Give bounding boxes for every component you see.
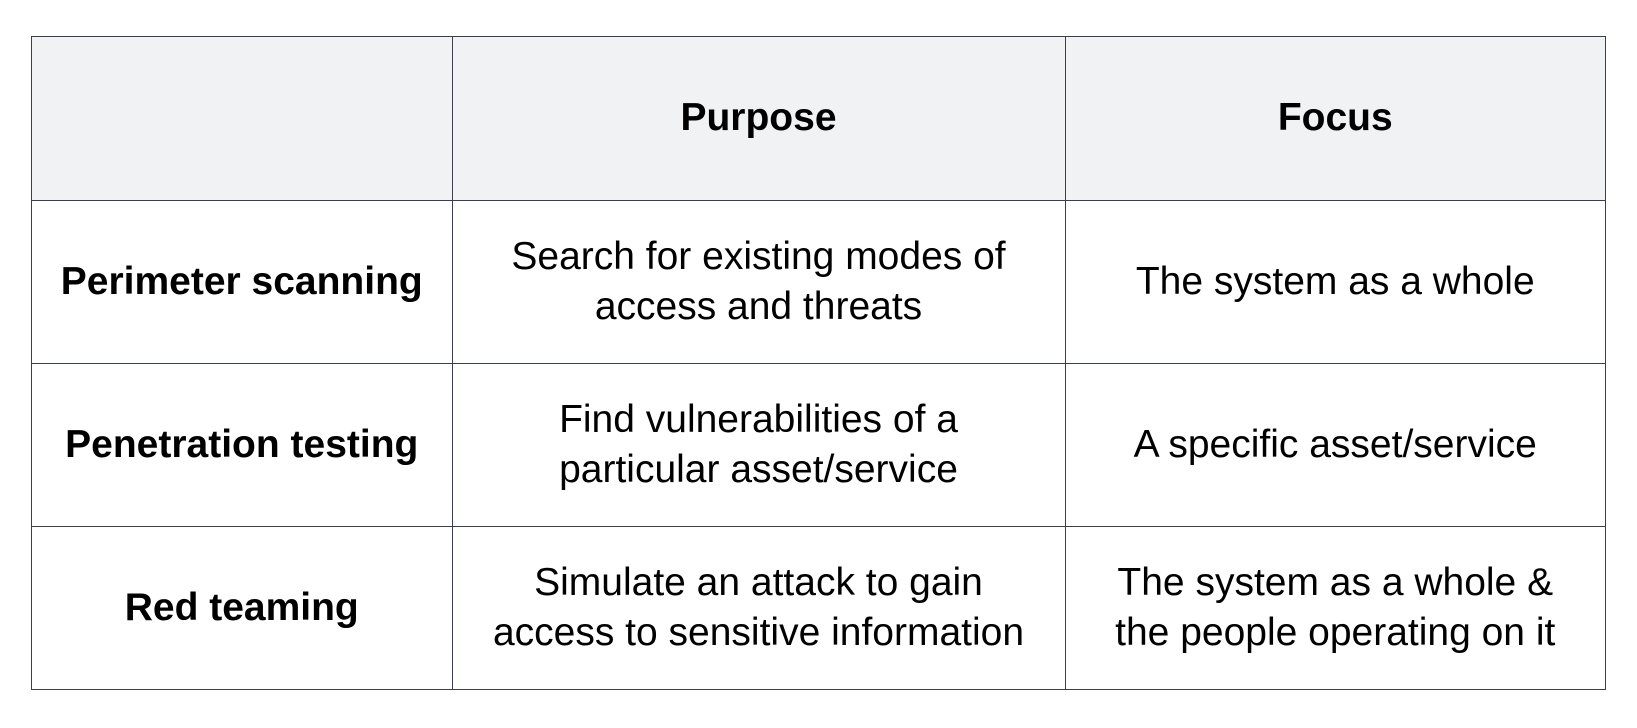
purpose-cell: Search for existing modes of access and … <box>451 199 1066 364</box>
purpose-text: Simulate an attack to gain access to sen… <box>492 560 1025 654</box>
focus-cell: A specific asset/service <box>1064 362 1605 527</box>
purpose-text: Search for existing modes of access and … <box>511 234 1006 328</box>
table-row: Perimeter scanning Search for existing m… <box>32 199 1605 364</box>
table-row: Red teaming Simulate an attack to gain a… <box>32 525 1605 689</box>
row-name-cell: Penetration testing <box>32 362 453 527</box>
focus-text: The system as a whole & the people opera… <box>1115 560 1556 654</box>
table-header-row: Purpose Focus <box>32 37 1605 201</box>
purpose-text: Find vulnerabilities of a particular ass… <box>559 397 958 491</box>
header-cell-empty <box>32 37 453 201</box>
row-name-cell: Perimeter scanning <box>32 199 453 364</box>
purpose-cell: Find vulnerabilities of a particular ass… <box>451 362 1066 527</box>
focus-cell: The system as a whole <box>1064 199 1605 364</box>
table-row: Penetration testing Find vulnerabilities… <box>32 362 1605 527</box>
header-cell-purpose: Purpose <box>451 37 1066 201</box>
focus-cell: The system as a whole & the people opera… <box>1064 525 1605 689</box>
row-name-cell: Red teaming <box>32 525 453 689</box>
purpose-cell: Simulate an attack to gain access to sen… <box>451 525 1066 689</box>
comparison-table: Purpose Focus Perimeter scanning Search … <box>32 37 1605 689</box>
comparison-table-container: Purpose Focus Perimeter scanning Search … <box>31 36 1606 690</box>
header-cell-focus: Focus <box>1064 37 1605 201</box>
